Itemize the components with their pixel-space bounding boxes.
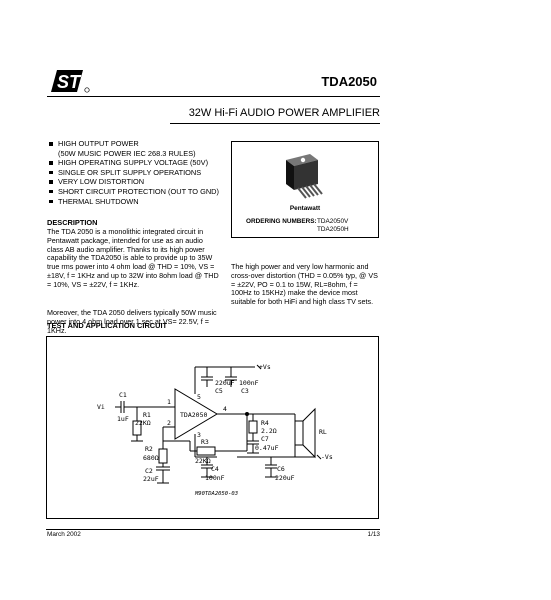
svg-text:ST: ST	[57, 72, 82, 92]
footer-page: 1/13	[367, 531, 380, 538]
circuit-label-rl: RL	[319, 428, 327, 436]
description-heading: DESCRIPTION	[47, 218, 98, 227]
circuit-pin-4: 4	[223, 405, 227, 413]
circuit-pin-1: 1	[167, 398, 171, 406]
circuit-label-c7-val: 0.47uF	[255, 444, 279, 452]
subtitle-rule	[170, 123, 380, 124]
circuit-box: Vi C1 1uF R1 22KΩ R2 680Ω C2 22uF C4 100…	[46, 336, 379, 519]
header-rule	[47, 96, 380, 97]
circuit-label-r3-val: 22KΩ	[195, 457, 211, 465]
circuit-label-c2-val: 22uF	[143, 475, 159, 483]
circuit-label-c4-val: 100nF	[205, 474, 225, 482]
circuit-pin-3: 3	[197, 431, 201, 439]
circuit-label-vs-pos: +Vs	[259, 363, 271, 371]
circuit-schematic: Vi C1 1uF R1 22KΩ R2 680Ω C2 22uF C4 100…	[97, 363, 333, 497]
package-name: Pentawatt	[289, 205, 321, 212]
circuit-ic-label: TDA2050	[180, 411, 207, 419]
circuit-pin-2: 2	[167, 419, 171, 427]
st-logo: ST	[51, 70, 90, 93]
circuit-label-r1-val: 22KΩ	[135, 419, 151, 427]
circuit-label-r4-val: 2.2Ω	[261, 427, 277, 435]
circuit-label-c5: C5	[215, 387, 223, 395]
circuit-ref: M90TDA2050-03	[194, 491, 238, 497]
circuit-label-c5-val: 220uF	[215, 379, 235, 387]
description-para2: Moreover, the TDA 2050 delivers typicall…	[47, 308, 217, 335]
circuit-label-c7: C7	[261, 435, 269, 443]
circuit-label-c3-val: 100nF	[239, 379, 259, 387]
description-para1: The TDA 2050 is a monolithic integrated …	[47, 227, 219, 289]
circuit-label-vi: Vi	[97, 403, 105, 411]
circuit-label-r2: R2	[145, 445, 153, 453]
feature-list: HIGH OUTPUT POWER (50W MUSIC POWER IEC 2…	[49, 139, 219, 206]
circuit-label-c2: C2	[145, 467, 153, 475]
footer-date: March 2002	[47, 531, 81, 538]
package-box: Pentawatt ORDERING NUMBERS: TDA2050V TDA…	[231, 141, 379, 238]
circuit-label-c3: C3	[241, 387, 249, 395]
circuit-label-vs-neg: -Vs	[321, 453, 333, 461]
circuit-label-c6-val: 220uF	[275, 474, 295, 482]
ordering-label: ORDERING NUMBERS:	[246, 218, 317, 225]
feature-item: THERMAL SHUTDOWN	[49, 197, 219, 207]
feature-item: VERY LOW DISTORTION	[49, 177, 219, 187]
circuit-pin-5: 5	[197, 393, 201, 401]
circuit-label-c4: C4	[211, 465, 219, 473]
circuit-label-r4: R4	[261, 419, 269, 427]
ordering-number: TDA2050V	[317, 218, 349, 225]
circuit-label-c6: C6	[277, 465, 285, 473]
circuit-label-r2-val: 680Ω	[143, 454, 159, 462]
circuit-heading: TEST AND APPLICATION CIRCUIT	[47, 321, 168, 330]
circuit-label-c1-val: 1uF	[117, 415, 129, 423]
description-para3: The high power and very low harmonic and…	[231, 262, 378, 307]
footer-rule	[46, 529, 380, 530]
feature-item: SHORT CIRCUIT PROTECTION (OUT TO GND)	[49, 187, 219, 197]
ordering-number: TDA2050H	[317, 226, 349, 233]
pentawatt-package-image	[286, 154, 323, 199]
circuit-label-r1: R1	[143, 411, 151, 419]
feature-item: HIGH OPERATING SUPPLY VOLTAGE (50V)	[49, 158, 219, 168]
circuit-label-c1: C1	[119, 391, 127, 399]
page-subtitle: 32W Hi-Fi AUDIO POWER AMPLIFIER	[188, 107, 380, 119]
part-number: TDA2050	[321, 74, 377, 89]
feature-item: SINGLE OR SPLIT SUPPLY OPERATIONS	[49, 168, 219, 178]
circuit-label-r3: R3	[201, 438, 209, 446]
feature-item: HIGH OUTPUT POWER (50W MUSIC POWER IEC 2…	[49, 139, 219, 158]
